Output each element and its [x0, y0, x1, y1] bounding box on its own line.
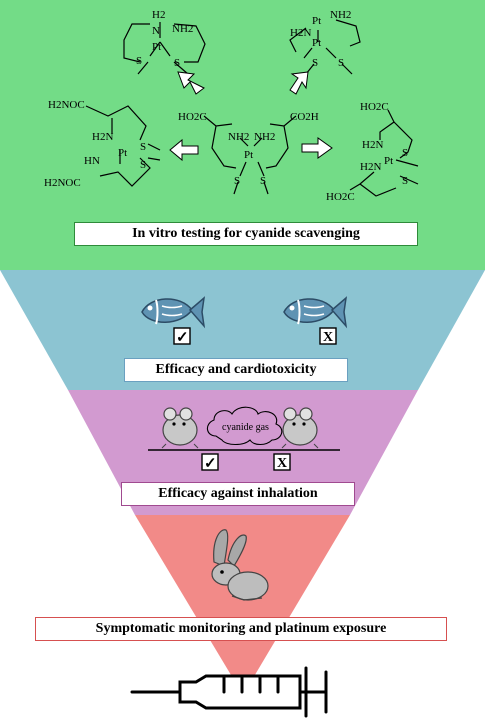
atom-h2n: H2N	[290, 27, 311, 39]
stage-label-symptomatic: Symptomatic monitoring and platinum expo…	[35, 617, 447, 641]
rabbit-icon	[211, 529, 269, 601]
atom-s-right: S	[338, 57, 344, 69]
atom-s-upper: S	[140, 141, 146, 153]
atom-s-lower: S	[140, 159, 146, 171]
syringe-icon	[130, 666, 328, 718]
atom-labels: H2 N NH2 Pt S S H2N Pt NH2 Pt S S H2NOC …	[44, 9, 408, 203]
atom-h2n: H2N	[362, 139, 383, 151]
atom-pt: Pt	[244, 149, 253, 161]
atom-pt: Pt	[312, 37, 321, 49]
atom-s-left: S	[136, 55, 142, 67]
arrow-left	[169, 138, 199, 162]
cardio-checkbox-pass: ✓	[173, 327, 191, 346]
stage-label-inhalation: Efficacy against inhalation	[121, 482, 355, 506]
atom-nh2-left: NH2	[228, 131, 249, 143]
atom-pt: Pt	[118, 147, 127, 159]
atom-h2-top: H2	[152, 9, 165, 21]
atom-n-top: N	[152, 25, 160, 37]
molecule-top-right	[289, 19, 361, 75]
stage-label-cardio: Efficacy and cardiotoxicity	[124, 358, 348, 382]
band-cardio	[0, 270, 485, 390]
molecule-top-left	[123, 22, 206, 75]
arrow-right	[301, 137, 333, 159]
molecule-structures	[85, 19, 419, 197]
atom-s-upper: S	[402, 147, 408, 159]
stage-label-invitro: In vitro testing for cyanide scavenging	[74, 222, 418, 246]
molecule-right	[349, 109, 419, 197]
atom-pt-h: Pt	[312, 15, 321, 27]
molecule-center	[203, 115, 297, 195]
atom-hn: HN	[84, 155, 100, 167]
atom-nh2-right: NH2	[254, 131, 275, 143]
fish-icon-fail	[283, 296, 348, 329]
atom-ho2c-bottom: HO2C	[326, 191, 355, 203]
check-mark-icon: ✓	[176, 330, 189, 346]
atom-nh2: NH2	[172, 23, 193, 35]
cloud-label: cyanide gas	[222, 422, 269, 433]
inhal-checkbox-fail: X	[273, 453, 291, 471]
mouse-icon-right	[281, 407, 319, 449]
atom-s-right: S	[260, 175, 266, 187]
cross-mark-icon: X	[277, 456, 287, 471]
atom-h2noc-bottom: H2NOC	[44, 177, 81, 189]
atom-h2n-lower: H2N	[360, 161, 381, 173]
band-symp	[135, 515, 350, 695]
arrow-up-right	[289, 71, 309, 95]
atom-h2n: H2N	[92, 131, 113, 143]
reaction-arrows	[169, 71, 333, 162]
molecule-left	[85, 105, 161, 187]
cloud-icon: cyanide gas	[206, 406, 283, 446]
cross-mark-icon: X	[323, 330, 333, 345]
inhal-checkbox-pass: ✓	[201, 453, 219, 472]
atom-s-left: S	[312, 57, 318, 69]
atom-h2noc-top: H2NOC	[48, 99, 85, 111]
atom-ho2c-top: HO2C	[360, 101, 389, 113]
atom-pt: Pt	[152, 41, 161, 53]
atom-s-lower: S	[402, 175, 408, 187]
atom-nh2: NH2	[330, 9, 351, 21]
atom-co2h: CO2H	[290, 111, 319, 123]
atom-pt: Pt	[384, 155, 393, 167]
atom-s-left: S	[234, 175, 240, 187]
arrow-up-left	[177, 71, 205, 95]
band-invitro	[0, 0, 485, 270]
mouse-icon-left	[161, 407, 199, 449]
fish-icon-pass	[141, 296, 206, 329]
cardio-checkbox-fail: X	[319, 327, 337, 345]
atom-s-right: S	[174, 57, 180, 69]
check-mark-icon: ✓	[204, 456, 217, 472]
atom-ho2c: HO2C	[178, 111, 207, 123]
